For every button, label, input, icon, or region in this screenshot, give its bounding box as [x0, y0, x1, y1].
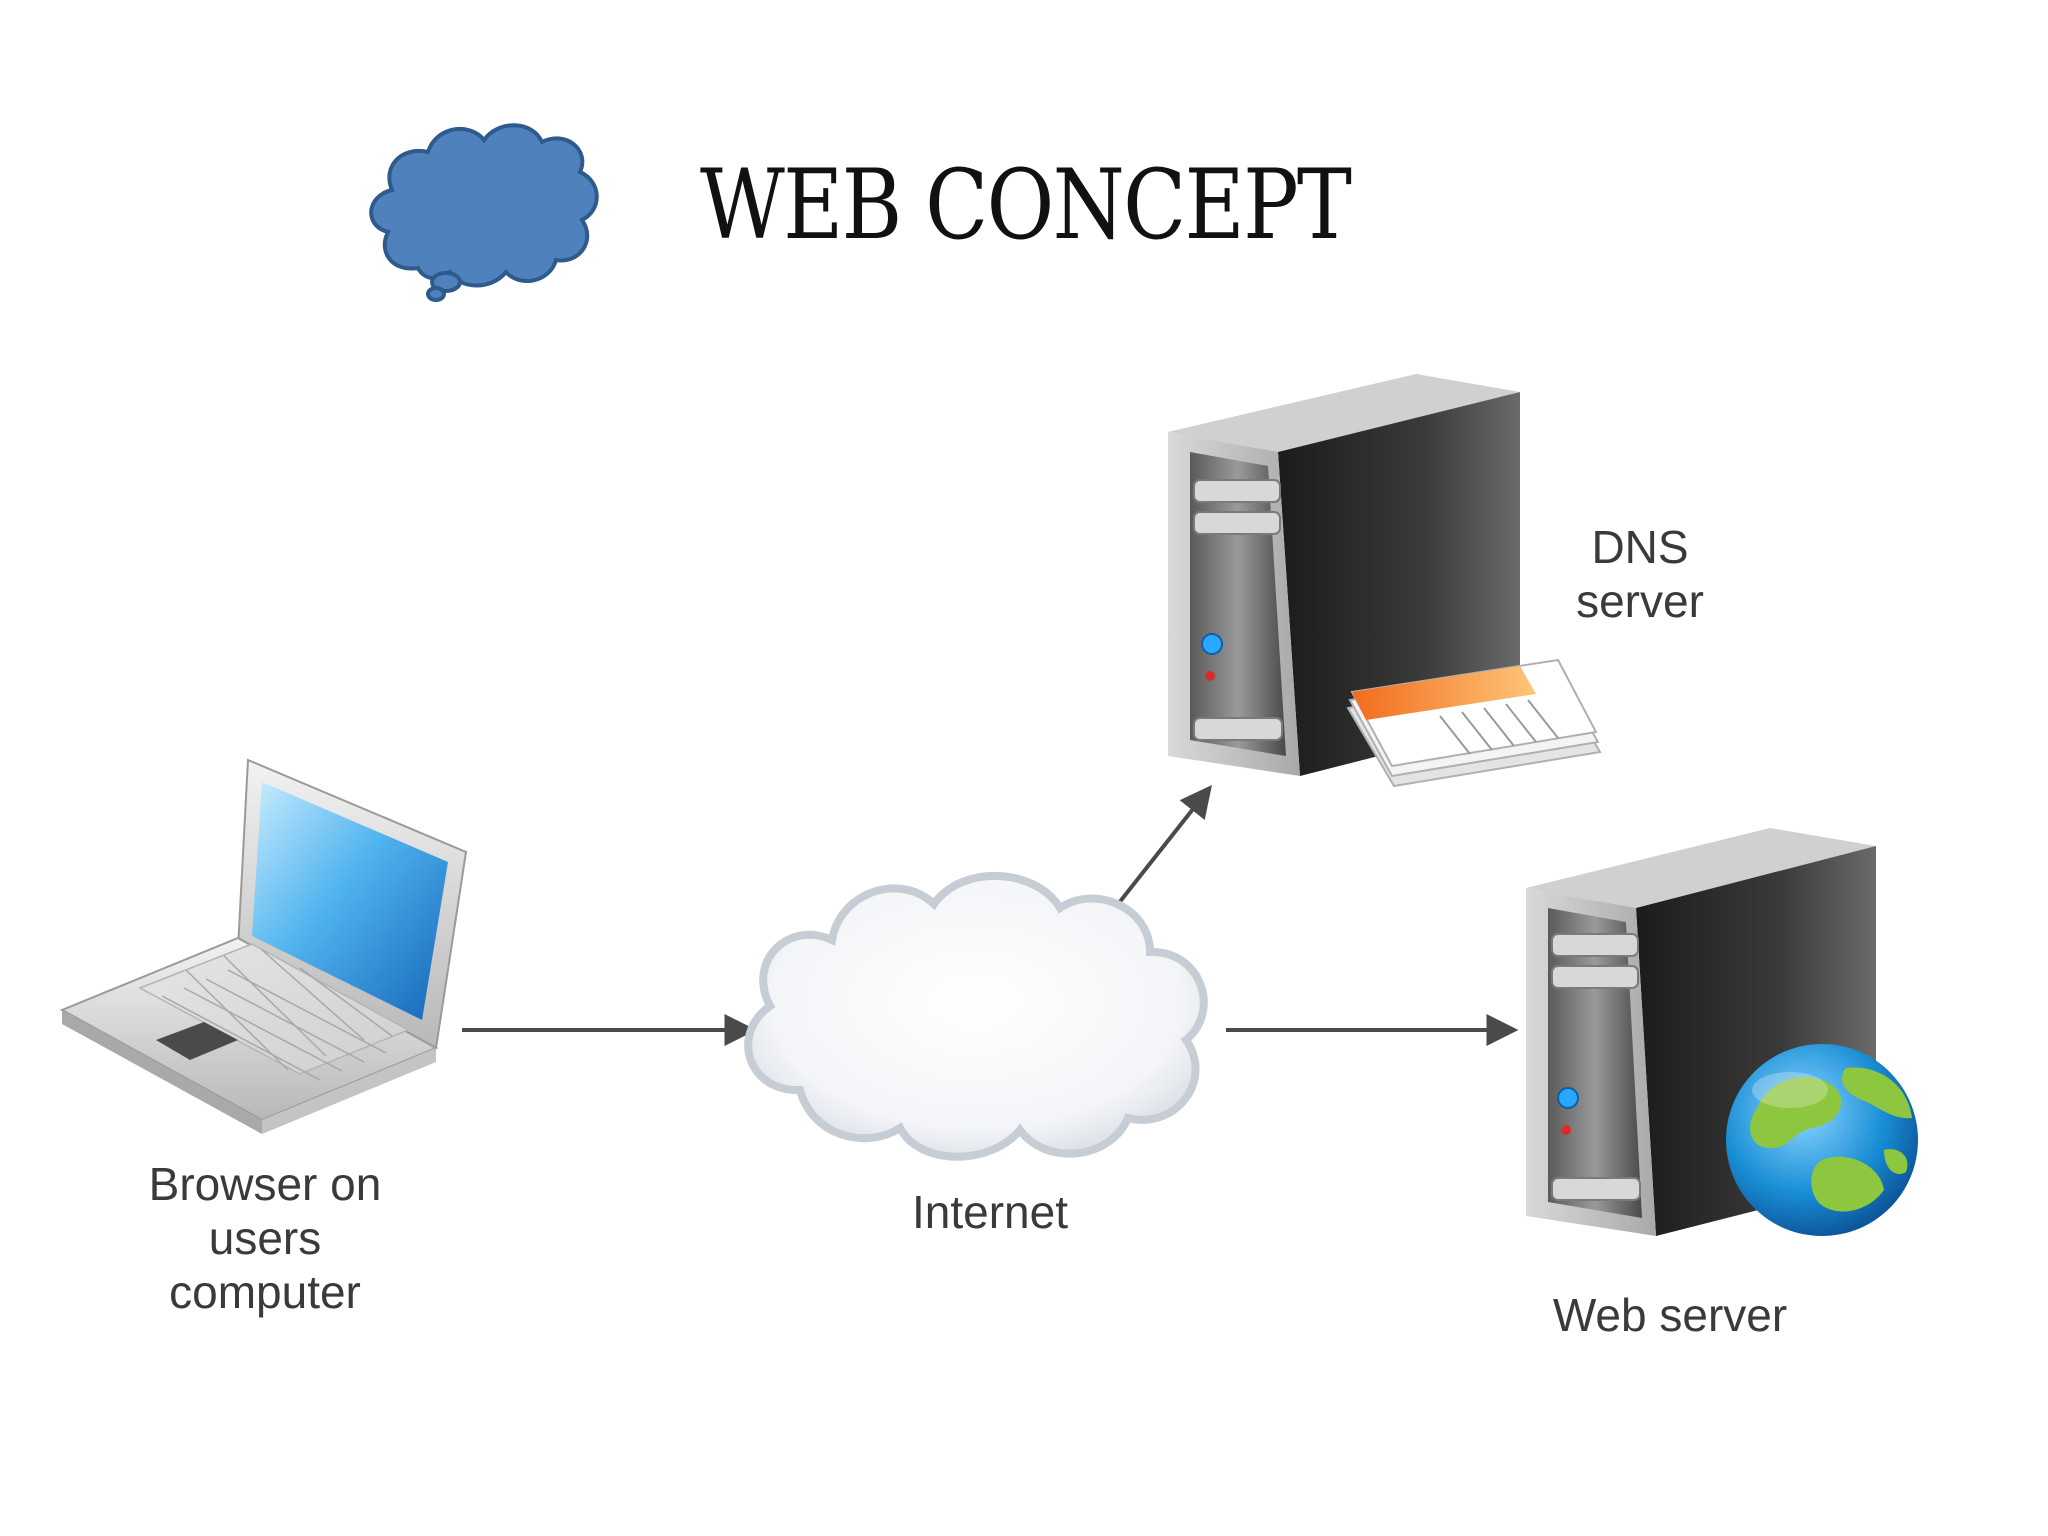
- node-label-browser: Browser on users computer: [148, 1158, 382, 1318]
- dns-server: [1168, 374, 1602, 788]
- page-title: WEB CONCEPT: [700, 149, 1352, 261]
- globe-icon: [1726, 1044, 1918, 1236]
- server-tower-icon: [1168, 374, 1520, 776]
- laptop-icon: [59, 758, 468, 1134]
- node-label-web: Web server: [1552, 1289, 1788, 1341]
- thought-cloud-icon: [369, 123, 599, 302]
- node-label-dns: DNS server: [1576, 521, 1704, 627]
- server-tower-icon: [1526, 828, 1876, 1236]
- cloud-icon: [744, 872, 1208, 1161]
- document-stack-icon: [1346, 658, 1602, 788]
- node-label-internet: Internet: [912, 1186, 1068, 1238]
- web-server: [1526, 828, 1918, 1236]
